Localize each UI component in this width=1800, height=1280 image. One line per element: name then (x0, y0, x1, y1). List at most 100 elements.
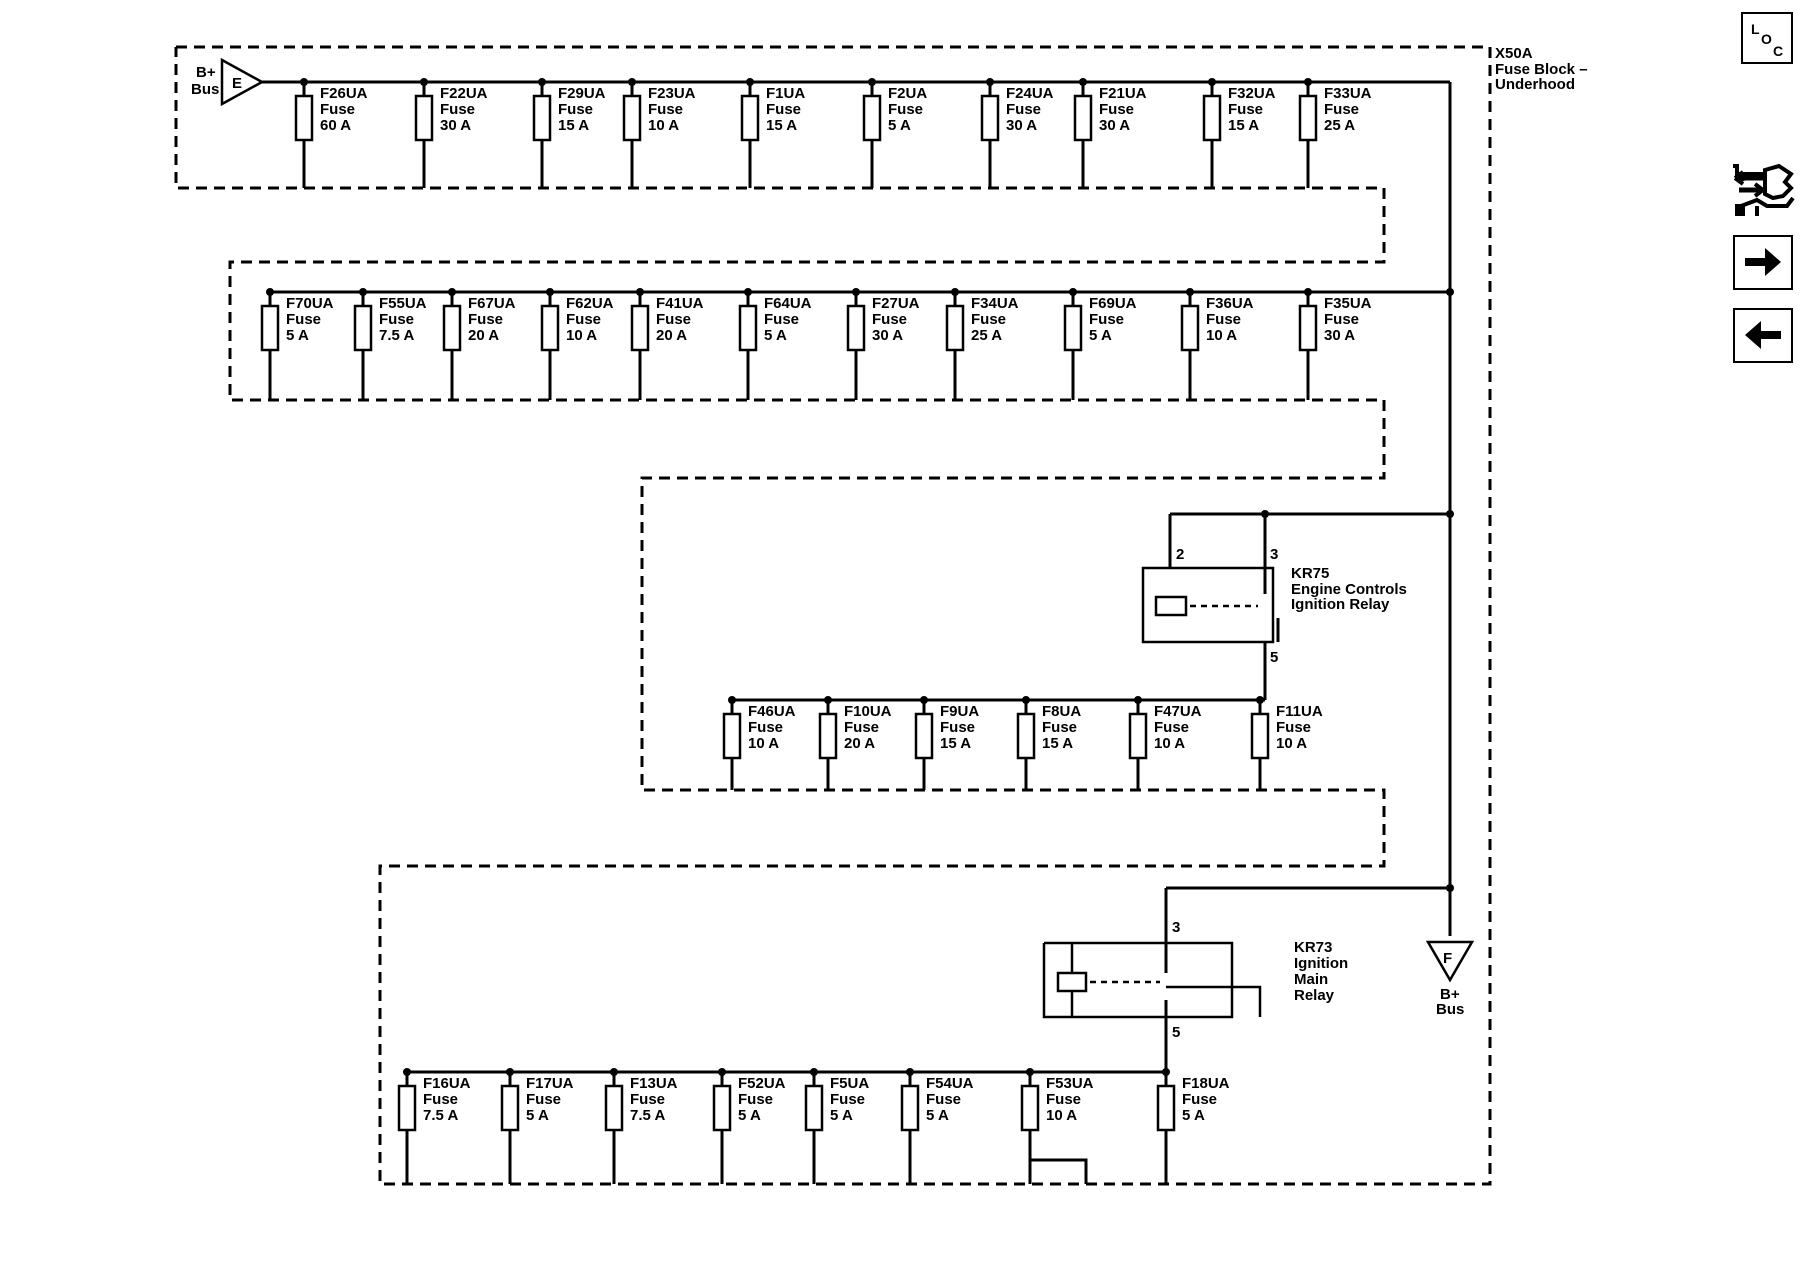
fuse-block-name: Underhood (1495, 76, 1575, 93)
fuse-word: Fuse (926, 1091, 961, 1108)
fuse-word: Fuse (738, 1091, 773, 1108)
relay-kr75-coil (1154, 595, 1188, 617)
relay-pin-label: 2 (1176, 546, 1184, 563)
fuse-symbol (862, 94, 882, 142)
fuse-rating: 30 A (1324, 327, 1355, 344)
bus-in-label: B+ (196, 64, 216, 81)
relay-kr73-return (1166, 985, 1262, 1017)
fuse-word: Fuse (320, 101, 355, 118)
fuse-block-dashed-outline (174, 45, 1492, 1186)
locator-button[interactable]: L O C (1741, 12, 1793, 64)
junction-dot (1079, 78, 1087, 86)
fuse-rating: 5 A (738, 1107, 761, 1124)
relay-name: Ignition Relay (1291, 596, 1390, 613)
fuse-word: Fuse (648, 101, 683, 118)
junction-dot (986, 78, 994, 86)
fuse-symbol (1250, 712, 1270, 760)
fuse-symbol (740, 94, 760, 142)
next-page-button[interactable] (1733, 235, 1793, 290)
fuse-word: Fuse (830, 1091, 865, 1108)
relay-name: Ignition (1294, 955, 1348, 972)
fuse-id: F10UA (844, 703, 892, 720)
fuse-id: F24UA (1006, 85, 1054, 102)
junction-dot (852, 288, 860, 296)
junction-dot (1446, 510, 1454, 518)
junction-dot (951, 288, 959, 296)
junction-dot (628, 78, 636, 86)
junction-dot (920, 696, 928, 704)
junction-dot (1162, 1068, 1170, 1076)
fuse-word: Fuse (1324, 311, 1359, 328)
fuse-rating: 15 A (558, 117, 589, 134)
fuse-id: F18UA (1182, 1075, 1230, 1092)
fuse-rating: 5 A (926, 1107, 949, 1124)
fuse-word: Fuse (1046, 1091, 1081, 1108)
fuse-id: F21UA (1099, 85, 1147, 102)
fuse-id: F8UA (1042, 703, 1081, 720)
fuse-symbol (914, 712, 934, 760)
fuse-symbol (1128, 712, 1148, 760)
bus-in-letter: E (232, 75, 242, 92)
fuse-rating: 5 A (764, 327, 787, 344)
junction-dot (403, 1068, 411, 1076)
fuse-word: Fuse (940, 719, 975, 736)
bus-out-label: B+ (1440, 986, 1460, 1003)
bus-out-triangle (1425, 940, 1475, 983)
fuse-id: F34UA (971, 295, 1019, 312)
fuse-symbol (532, 94, 552, 142)
fuse-rating: 20 A (844, 735, 875, 752)
fuse-id: F33UA (1324, 85, 1372, 102)
fuse-symbol (738, 304, 758, 352)
fuse-rating: 25 A (1324, 117, 1355, 134)
fuse-rating: 10 A (1206, 327, 1237, 344)
fuse-symbol (980, 94, 1000, 142)
relay-kr75-box (1141, 566, 1275, 644)
fuse-word: Fuse (440, 101, 475, 118)
fuse-rating: 7.5 A (423, 1107, 458, 1124)
relay-kr73-coil (1056, 971, 1088, 993)
fuse-symbol (1156, 1084, 1176, 1132)
fuse-symbol (1063, 304, 1083, 352)
fuse-word: Fuse (1182, 1091, 1217, 1108)
components (220, 57, 1475, 1132)
fuse-id: F46UA (748, 703, 796, 720)
junction-dot (448, 288, 456, 296)
fuse-id: F5UA (830, 1075, 869, 1092)
fuse-word: Fuse (872, 311, 907, 328)
junction-dot (636, 288, 644, 296)
loc-c: C (1773, 43, 1783, 59)
fuse-word: Fuse (630, 1091, 665, 1108)
fuse-id: F27UA (872, 295, 920, 312)
fuse-rating: 25 A (971, 327, 1002, 344)
junction-dot (300, 78, 308, 86)
junction-dot (538, 78, 546, 86)
bus-in-label: Bus (191, 81, 219, 98)
fuse-word: Fuse (286, 311, 321, 328)
fuse-rating: 5 A (888, 117, 911, 134)
fuse-symbol (1202, 94, 1222, 142)
fuse-id: F52UA (738, 1075, 786, 1092)
relay-kr73-box (1042, 941, 1234, 1019)
junction-dot (1304, 288, 1312, 296)
wires (255, 80, 1452, 1184)
fuse-id: F16UA (423, 1075, 471, 1092)
fuse-word: Fuse (566, 311, 601, 328)
junction-dot (746, 78, 754, 86)
fuse-word: Fuse (1276, 719, 1311, 736)
junction-dot (1069, 288, 1077, 296)
fuse-rating: 20 A (656, 327, 687, 344)
fuse-symbol (1073, 94, 1093, 142)
connector-icon[interactable] (1733, 160, 1795, 220)
previous-page-button[interactable] (1733, 308, 1793, 363)
fuse-word: Fuse (844, 719, 879, 736)
fuse-word: Fuse (656, 311, 691, 328)
relay-name: Relay (1294, 987, 1335, 1004)
junction-dot (1261, 510, 1269, 518)
fuse-id: F64UA (764, 295, 812, 312)
fuse-rating: 5 A (1089, 327, 1112, 344)
fuse-word: Fuse (1154, 719, 1189, 736)
relay-id: KR75 (1291, 565, 1329, 582)
relay-name: Main (1294, 971, 1328, 988)
fuse-symbol (604, 1084, 624, 1132)
fuse-rating: 15 A (1228, 117, 1259, 134)
